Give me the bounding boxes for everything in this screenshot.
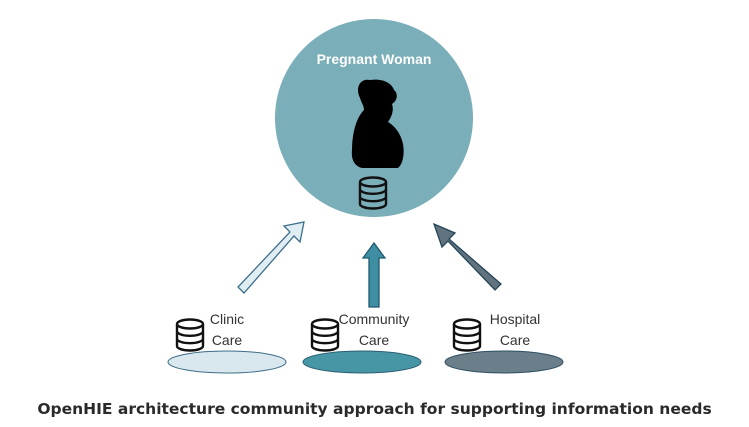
- hospital-database-icon: [452, 318, 482, 352]
- pregnant-woman-silhouette-icon: [351, 79, 404, 168]
- clinic-label-line1: Clinic: [210, 311, 244, 327]
- community-care-ellipse: [302, 350, 422, 374]
- hospital-arrow: [432, 222, 502, 291]
- clinic-arrow: [237, 221, 305, 294]
- hospital-care-ellipse: [444, 350, 564, 374]
- pregnant-woman-label: Pregnant Woman: [317, 51, 432, 67]
- clinic-database-icon: [175, 318, 205, 352]
- figure-caption: OpenHIE architecture community approach …: [37, 400, 712, 418]
- community-database-icon: [310, 318, 340, 352]
- clinic-care-ellipse: [167, 350, 287, 374]
- community-label-line1: Community: [339, 311, 410, 327]
- community-arrow: [361, 241, 387, 308]
- hospital-label-line1: Hospital: [490, 311, 541, 327]
- clinic-label-line2: Care: [212, 332, 243, 348]
- community-label-line2: Care: [359, 332, 390, 348]
- hospital-label-line2: Care: [500, 332, 531, 348]
